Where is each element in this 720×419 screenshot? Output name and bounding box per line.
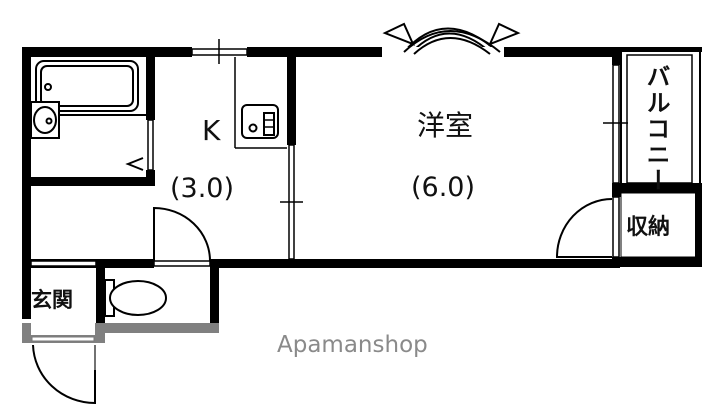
toilet-door-gap — [153, 260, 211, 267]
wall-right-storage-left — [612, 183, 621, 197]
wall-top-left — [22, 47, 192, 57]
wall-toilet-right — [210, 259, 219, 323]
wall-entry-right — [96, 259, 105, 323]
toilet — [104, 279, 167, 317]
entrance-door — [32, 344, 96, 405]
wall-right-balcony-bottom — [612, 183, 702, 193]
wall-right-balcony-top — [612, 47, 621, 65]
wall-top-mid — [247, 47, 382, 57]
sliding-door-balcony — [612, 64, 620, 184]
bathtub — [31, 60, 146, 116]
room-label-western: 洋室 — [417, 109, 474, 142]
wall-bath-right — [146, 57, 155, 120]
storage-door — [555, 198, 613, 258]
room-label-balcony: バルコニー — [642, 64, 670, 194]
wall-right-bottom — [612, 257, 702, 267]
room-label-storage: 収納 — [626, 215, 671, 240]
window-bath — [147, 119, 154, 171]
room-label-kitchen: K — [202, 114, 221, 147]
kitchen-counter — [234, 57, 287, 149]
watermark: Apamanshop — [277, 332, 428, 358]
wall-bath-right-lower — [146, 170, 155, 186]
toilet-door — [153, 206, 211, 262]
storage-outline — [620, 192, 698, 258]
door-swings — [32, 198, 613, 405]
room-label-entrance: 玄関 — [31, 288, 73, 312]
wall-right-outer — [695, 183, 702, 267]
door-storage-frame — [612, 196, 620, 258]
wall-left — [22, 47, 31, 319]
wall-bath-bottom — [31, 177, 155, 186]
wash-basin — [30, 101, 60, 139]
room-size-kitchen: (3.0) — [170, 173, 235, 204]
windows — [30, 48, 620, 267]
wall-mid-right — [210, 259, 620, 268]
wall-top-right — [504, 47, 619, 57]
wall-partition-top — [287, 47, 296, 145]
window-entry-top — [30, 260, 97, 267]
room-size-western: (6.0) — [411, 172, 476, 203]
walls — [22, 47, 702, 323]
